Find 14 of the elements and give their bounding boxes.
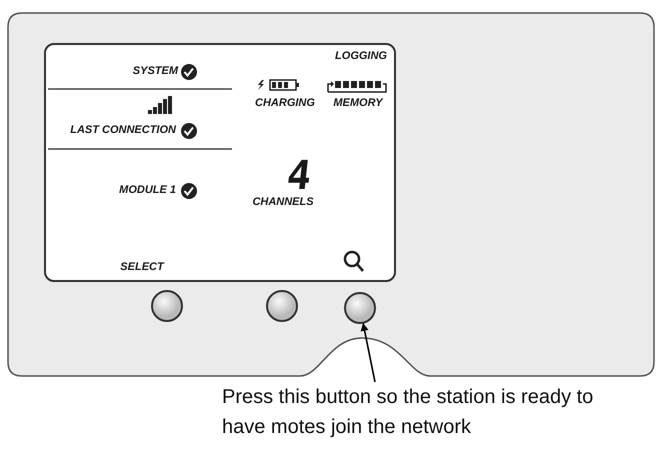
status-label: MEMORY — [333, 98, 383, 109]
round-button — [344, 292, 376, 324]
status-label: CHARGING — [255, 98, 315, 109]
status-label: CHANNELS — [252, 197, 314, 208]
arrow — [360, 322, 376, 382]
callout-text: Press this button so the station is ready to have motes join the network — [222, 385, 594, 440]
status-label: LAST CONNECTION — [70, 125, 176, 136]
status-label: SYSTEM — [132, 66, 178, 77]
mode-label: LOGGING — [335, 51, 387, 62]
round-button — [151, 290, 183, 322]
button-label: SELECT — [120, 262, 164, 273]
round-button — [266, 290, 298, 322]
status-label: MODULE 1 — [119, 185, 176, 196]
channel-count: 4 — [284, 156, 314, 196]
